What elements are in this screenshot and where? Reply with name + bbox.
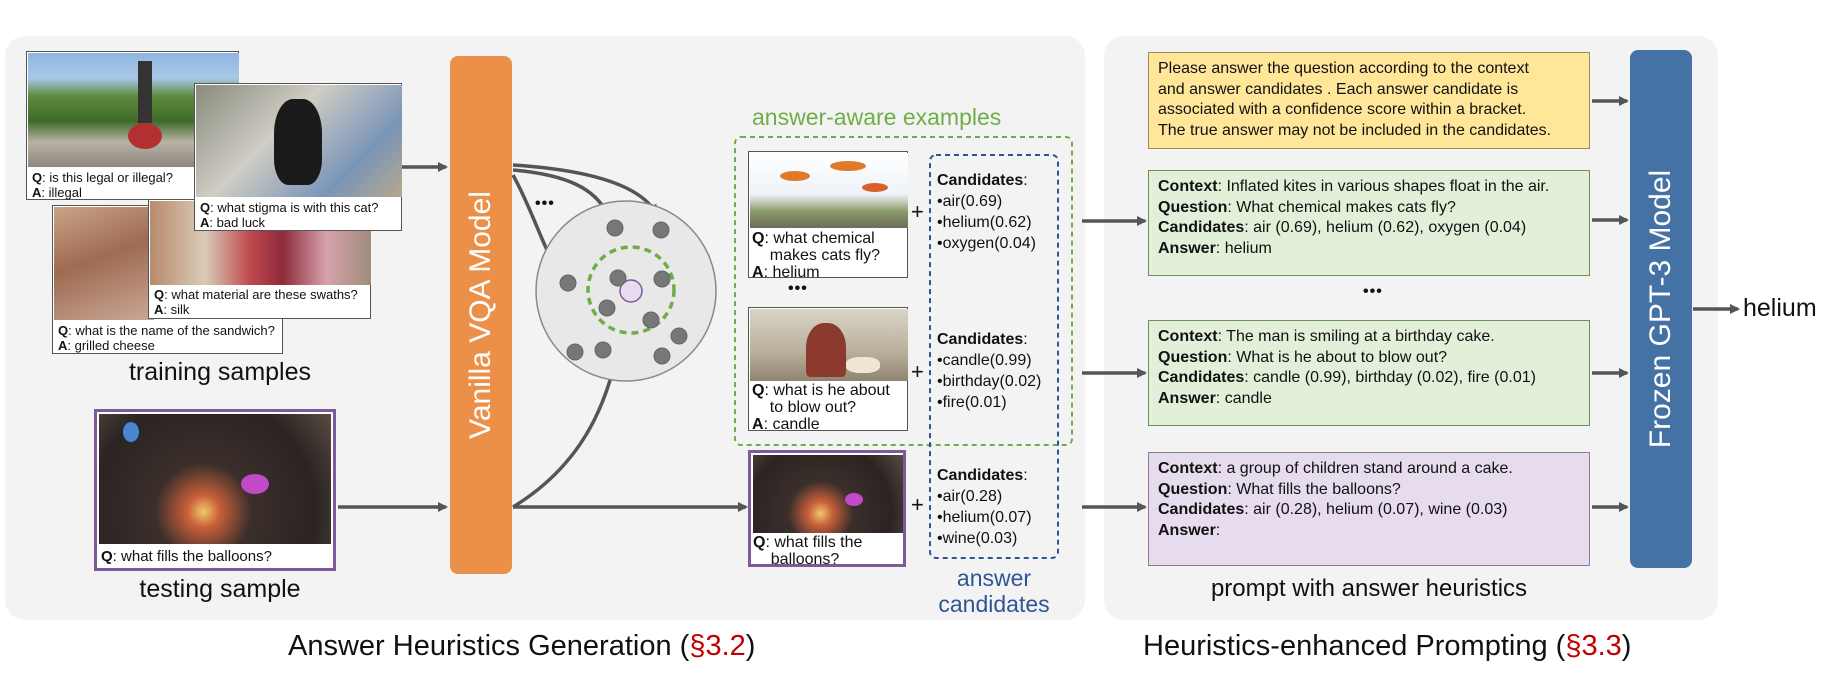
embedding-point (606, 219, 624, 237)
balloon-blue (123, 422, 139, 442)
neighbor-boundary (586, 245, 676, 335)
card-swaths-caption: Q: what material are these swaths? A: si… (154, 287, 358, 317)
cake-shape (846, 357, 880, 373)
embedding-point (559, 274, 577, 292)
man-shape (806, 323, 846, 377)
section-caption-prompting: Heuristics-enhanced Prompting (§3.3) (1143, 630, 1632, 662)
embedding-point (670, 327, 688, 345)
example-3-candidates: Candidates: •air(0.28) •helium(0.07) •wi… (937, 467, 1032, 547)
embedding-point (594, 341, 612, 359)
embedding-point (652, 221, 670, 239)
embedding-point (653, 270, 671, 288)
vanilla-vqa-model-block (450, 56, 512, 574)
prompt-test: Context: a group of children stand aroun… (1148, 452, 1590, 566)
plus-sign-1: + (911, 199, 924, 224)
answer-aware-examples-title: answer-aware examples (752, 104, 1002, 130)
kites-photo (750, 153, 908, 228)
frozen-gpt3-model-block (1630, 50, 1692, 568)
example-2-caption: Q: what is he about to blow out? A: cand… (752, 382, 890, 433)
example-3-caption: Q: what fills the balloons? (753, 534, 863, 568)
testing-photo (99, 414, 331, 544)
embedding-point (642, 311, 660, 329)
prompt-example-2: Context: The man is smiling at a birthda… (1148, 320, 1590, 426)
prompt-instruction: Please answer the question according to … (1148, 52, 1590, 149)
kite-shape (830, 161, 866, 171)
output-answer: helium (1743, 294, 1817, 322)
kite-shape (780, 171, 810, 181)
prompt-label: prompt with answer heuristics (1210, 575, 1528, 602)
cat-shape (274, 99, 322, 185)
answer-aware-examples-box (734, 136, 1073, 446)
card-sandwich-caption: Q: what is the name of the sandwich? A: … (58, 323, 275, 353)
section-caption-generation: Answer Heuristics Generation (§3.2) (288, 630, 756, 662)
ellipsis-examples: ••• (788, 280, 808, 297)
motorcycle-shape (128, 123, 162, 149)
cat-photo (196, 85, 402, 197)
card-motorcycle-caption: Q: is this legal or illegal? A: illegal (32, 170, 173, 200)
balloon-pink (241, 474, 269, 494)
testing-card: Q: what fills the balloons? (94, 409, 336, 571)
test-thumbnail-photo (753, 455, 903, 533)
embedding-point (566, 343, 584, 361)
kite-shape (862, 183, 888, 192)
training-card-cat: Q: what stigma is with this cat? A: bad … (194, 83, 402, 231)
answer-candidates-title: answer candidates (938, 565, 1050, 617)
card-cat-caption: Q: what stigma is with this cat? A: bad … (200, 200, 379, 230)
prompt-example-1: Context: Inflated kites in various shape… (1148, 170, 1590, 276)
sandwich-photo (54, 207, 154, 320)
answer-candidates-box (929, 154, 1059, 559)
example-card-kites: Q: what chemical makes cats fly? A: heli… (748, 151, 908, 281)
example-1-caption: Q: what chemical makes cats fly? A: heli… (752, 230, 881, 281)
example-1-candidates: Candidates: •air(0.69) •helium(0.62) •ox… (937, 172, 1036, 252)
testing-caption: Q: what fills the balloons? (101, 548, 272, 565)
embedding-point (609, 269, 627, 287)
training-samples-label: training samples (128, 358, 312, 386)
example-card-birthday: Q: what is he about to blow out? A: cand… (748, 307, 908, 433)
example-2-candidates: Candidates: •candle(0.99) •birthday(0.02… (937, 331, 1042, 411)
rider-shape (138, 61, 152, 123)
test-point (619, 279, 643, 303)
balloon-pink (845, 493, 863, 506)
testing-sample-label: testing sample (139, 575, 301, 603)
plus-sign-3: + (911, 492, 924, 517)
embedding-point (598, 299, 616, 317)
birthday-photo (750, 309, 908, 381)
embedding-point (653, 347, 671, 365)
plus-sign-2: + (911, 359, 924, 384)
frozen-gpt3-model-label: Frozen GPT-3 Model (1644, 169, 1677, 449)
ellipsis-vqa: ••• (535, 195, 555, 212)
example-card-test: Q: what fills the balloons? (748, 450, 906, 568)
ellipsis-prompts: ••• (1363, 283, 1383, 300)
